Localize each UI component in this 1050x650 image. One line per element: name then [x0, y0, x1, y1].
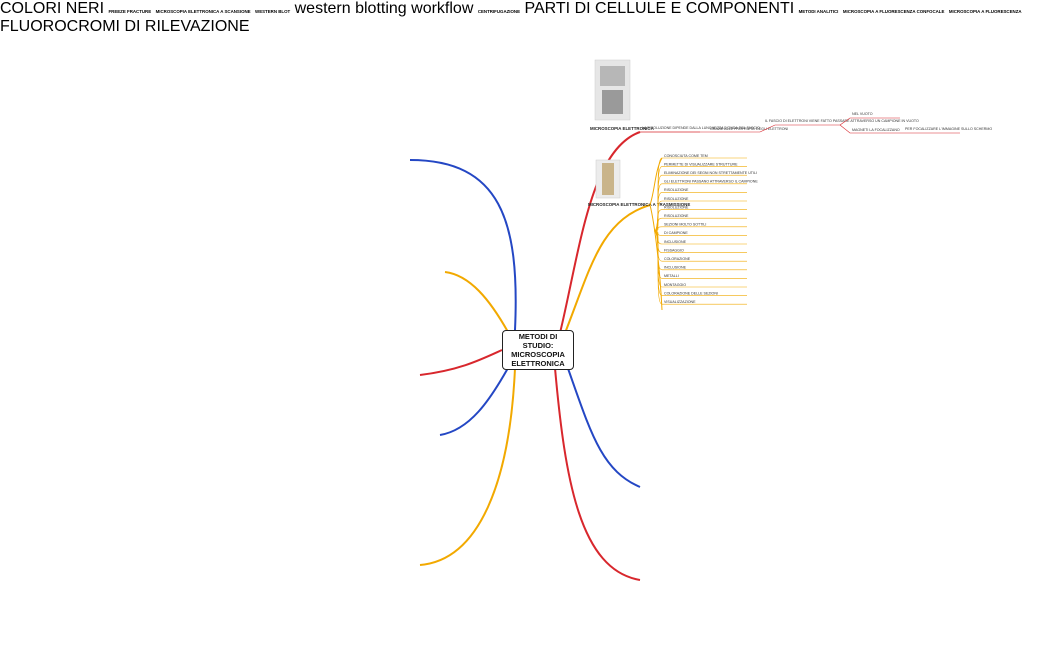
tem-connector	[653, 200, 747, 232]
tem-connector	[653, 230, 747, 279]
me-item-1: GRAZIE ALLE PROPRIETA' DEGLI ELETTRONI	[710, 127, 788, 131]
tem-connector	[653, 157, 747, 232]
tem-connector	[653, 230, 747, 305]
tem-item: RISOLUZIONE	[664, 188, 689, 192]
tem-branch-lines: CONOSCIUTA COME TEM PERMETTE DI VISUALIZZ…	[653, 154, 758, 305]
label-fluorescenza: MICROSCOPIA A FLUORESCENZA	[948, 9, 1022, 14]
tem-connector	[653, 209, 747, 232]
me-item-5: PER FOCALIZZARE L'IMMAGINE SULLO SCHERMO	[905, 127, 992, 131]
tem-item: PERMETTE DI VISUALIZZARE STRUTTURE	[664, 162, 738, 166]
workflow-title: western blotting workflow	[294, 0, 474, 17]
branch-red-analitici	[419, 349, 503, 376]
tem-item: METALLI	[664, 274, 679, 278]
western-blot-image: western blotting workflow ELETTROFORESIT…	[0, 0, 1022, 370]
label-scansione: MICROSCOPIA ELETTRONICA A SCANSIONE	[155, 9, 251, 14]
tem-item: COLORAZIONE DELLE SEZIONI	[664, 291, 718, 295]
tag-fluo-text: FLUOROCROMI DI RILEVAZIONE	[0, 18, 250, 35]
label-trasmissione: MICROSCOPIA ELETTRONICA A TRASMISSIONE	[588, 202, 690, 207]
branch-orange-tem	[564, 204, 651, 334]
tem-item: SEZIONI MOLTO SOTTILI	[664, 223, 706, 227]
tem-item: MONTAGGIO	[664, 283, 686, 287]
tag-colori-neri-text: COLORI NERI	[0, 0, 105, 17]
tem-item: FISSAGGIO	[664, 248, 684, 252]
me-item-4: MAGNETI LA FOCALIZZANO	[852, 128, 900, 132]
tag-fluo: FLUOROCROMI DI RILEVAZIONE IL CAMPIONE V…	[0, 18, 574, 370]
tem-item: INCLUSIONE	[664, 240, 687, 244]
me-item-2: IL FASCIO DI ELETTRONI VIENE FATTO PASSA…	[765, 119, 919, 123]
tem-item: RISOLUZIONE	[664, 205, 689, 209]
tem-item: VISUALIZZAZIONE	[664, 300, 696, 304]
branch-blue-confocale	[439, 367, 509, 436]
branch-red-scan	[554, 367, 641, 581]
centri-image: SCOPOOMOGENEIZZAZIONEFRAZIONAMENTOSEDIME…	[0, 0, 1022, 370]
tem-item: ELIMINAZIONE DEI SEGNI NON STRETTAMENTE …	[664, 171, 757, 175]
tem-item: COLORAZIONE	[664, 257, 691, 261]
tem-item: DI CAMPIONE	[664, 231, 688, 235]
branch-blue-western	[409, 159, 517, 331]
me-item-3: NEL VUOTO	[852, 112, 873, 116]
tem-connector	[653, 226, 747, 232]
centri-diagram-image: SCOPOOMOGENEIZZAZIONEFRAZIONAMENTOSEDIME…	[0, 0, 1022, 370]
label-metodi-analitici: METODI ANALITICI	[798, 9, 839, 14]
tem-item: RISOLUZIONE	[664, 214, 689, 218]
label-centrifugazione: CENTRIFUGAZIONE	[477, 9, 521, 14]
center-topic[interactable]: METODI DI STUDIO: MICROSCOPIA ELETTRONIC…	[502, 330, 574, 370]
tag-centri-text: PARTI DI CELLULE E COMPONENTI	[524, 0, 795, 17]
branch-orange-fluo	[419, 367, 516, 566]
fluo-image: FLUOROCROMI DI RILEVAZIONE IL CAMPIONE V…	[0, 18, 574, 370]
label-freeze-fracture: FREEZE FRACTURE	[108, 9, 152, 14]
tem-item: INCLUSIONE	[664, 266, 687, 270]
branch-blue-freeze	[564, 359, 641, 488]
tem-item: CONOSCIUTA COME TEM	[664, 154, 708, 158]
branch-orange-centri	[444, 271, 509, 333]
tem-item: GLI ELETTRONI PASSANO ATTRAVERSO IL CAMP…	[664, 180, 758, 184]
tag-colori-neri: COLORI NERI FREEZE FRACTURE TESSUTO VIEN…	[0, 0, 1022, 370]
western-workflow-image: western blotting workflow ELETTROFORESIT…	[0, 0, 1022, 370]
scan-image: WESTERN BLOT western blotting workflow E…	[0, 0, 1022, 370]
ff-image: MICROSCOPIA ELETTRONICA A SCANSIONE VIEN…	[0, 0, 1022, 370]
label-western-blot: WESTERN BLOT	[255, 9, 291, 14]
tag-centri: PARTI DI CELLULE E COMPONENTI SCOPOOMOGE…	[0, 0, 1022, 370]
tem-item: RISOLUZIONE	[664, 197, 689, 201]
label-confocale: MICROSCOPIA A FLUORESCENZA CONFOCALE	[842, 9, 945, 14]
me-item-0: LA RISOLUZIONE DIPENDE DALLA LUNGHEZZA D…	[642, 126, 760, 130]
branch-red-top	[559, 131, 641, 334]
label-microscopia-elettronica: MICROSCOPIA ELETTRONICA	[590, 126, 655, 131]
